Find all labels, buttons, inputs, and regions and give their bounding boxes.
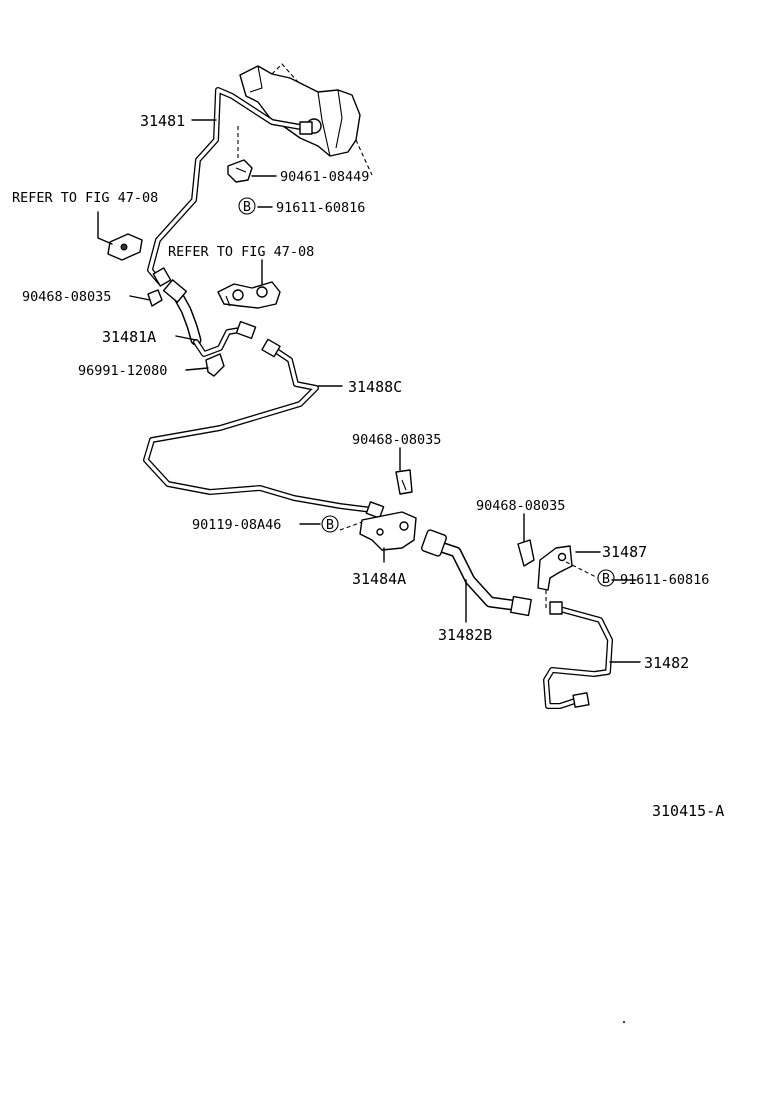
label-90468-08035-c: 90468-08035: [476, 498, 565, 514]
speck: [623, 1021, 625, 1023]
label-90468-08035-a: 90468-08035: [22, 289, 111, 305]
clamp-90461[interactable]: [227, 159, 253, 183]
master-cylinder-assembly: [239, 63, 373, 176]
circle-B-icon: B: [321, 515, 339, 533]
clip-90468-a[interactable]: [147, 289, 163, 307]
label-91611-60816-top: 91611-60816: [276, 200, 365, 216]
circle-B-icon: B: [238, 197, 256, 215]
label-96991-12080: 96991-12080: [78, 363, 167, 379]
hose-31482B[interactable]: [420, 529, 532, 617]
clip-96991[interactable]: [205, 353, 225, 377]
label-refer-fig-2: REFER TO FIG 47-08: [168, 244, 314, 260]
label-31487: 31487: [602, 543, 647, 561]
clamp-block-part[interactable]: [217, 281, 281, 309]
label-90119-08A46: 90119-08A46: [192, 517, 281, 533]
label-31481: 31481: [140, 112, 185, 130]
pipe-31488C[interactable]: [143, 338, 385, 519]
grommet-part[interactable]: [107, 233, 143, 261]
pipe-31482[interactable]: [543, 601, 613, 709]
hose-joint-31481A[interactable]: [162, 279, 202, 346]
label-91611-60816-right: 91611-60816: [620, 572, 709, 588]
svg-text:B: B: [243, 199, 251, 215]
bracket-31487[interactable]: [537, 545, 573, 591]
label-90468-08035-b: 90468-08035: [352, 432, 441, 448]
label-90461-08449: 90461-08449: [280, 169, 369, 185]
label-31482: 31482: [644, 654, 689, 672]
svg-text:B: B: [602, 571, 610, 587]
circle-B-icon: B: [597, 569, 615, 587]
leader-lines: [97, 119, 641, 663]
clip-90468-b[interactable]: [395, 469, 413, 495]
pipe-31481A[interactable]: [193, 320, 257, 357]
label-31481A: 31481A: [102, 328, 156, 346]
figure-id: 310415-A: [652, 802, 724, 820]
label-31482B: 31482B: [438, 626, 492, 644]
label-31488C: 31488C: [348, 378, 402, 396]
bracket-31484A[interactable]: [359, 511, 417, 551]
label-31484A: 31484A: [352, 570, 406, 588]
svg-text:B: B: [326, 517, 334, 533]
pipe-31481[interactable]: [147, 87, 313, 287]
label-refer-fig-1: REFER TO FIG 47-08: [12, 190, 158, 206]
clip-90468-c[interactable]: [517, 539, 535, 567]
